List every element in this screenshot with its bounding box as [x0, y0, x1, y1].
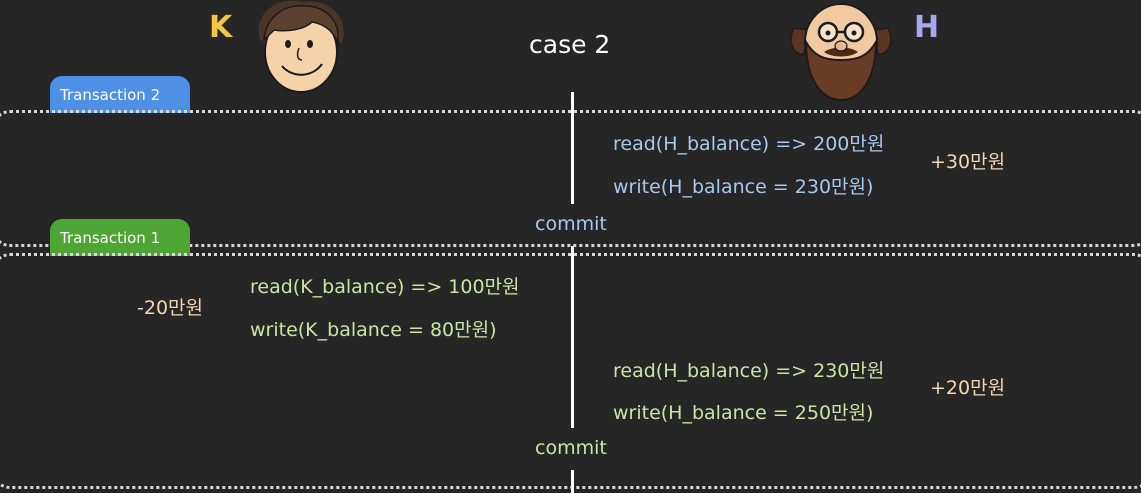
- k-avatar-icon: [258, 0, 344, 93]
- t1-h-op-read: read(H_balance) => 230만원: [613, 360, 885, 382]
- t1-k-delta: -20만원: [137, 297, 203, 319]
- t2-commit: commit: [535, 213, 607, 235]
- t2-op-write: write(H_balance = 230만원): [613, 176, 874, 198]
- t1-k-op-write: write(K_balance = 80만원): [250, 319, 497, 341]
- t1-h-op-write: write(H_balance = 250만원): [613, 402, 874, 424]
- h-avatar-icon: [790, 3, 892, 102]
- timeline-line-lower: [571, 246, 574, 428]
- timeline-line-bottom: [571, 470, 574, 493]
- k-label: K: [209, 10, 233, 45]
- h-label: H: [914, 10, 940, 45]
- transaction-2-box: [0, 110, 1141, 247]
- t1-commit: commit: [535, 437, 607, 459]
- t1-k-op-read: read(K_balance) => 100만원: [250, 276, 520, 298]
- t2-delta: +30만원: [930, 151, 1006, 173]
- timeline-line-upper: [571, 92, 574, 204]
- page-title: case 2: [529, 30, 611, 59]
- transaction-2-tab: Transaction 2: [50, 76, 190, 113]
- t2-op-read: read(H_balance) => 200만원: [613, 133, 885, 155]
- transaction-1-box: [0, 253, 1141, 489]
- t1-h-delta: +20만원: [930, 377, 1006, 399]
- transaction-1-tab: Transaction 1: [50, 219, 190, 256]
